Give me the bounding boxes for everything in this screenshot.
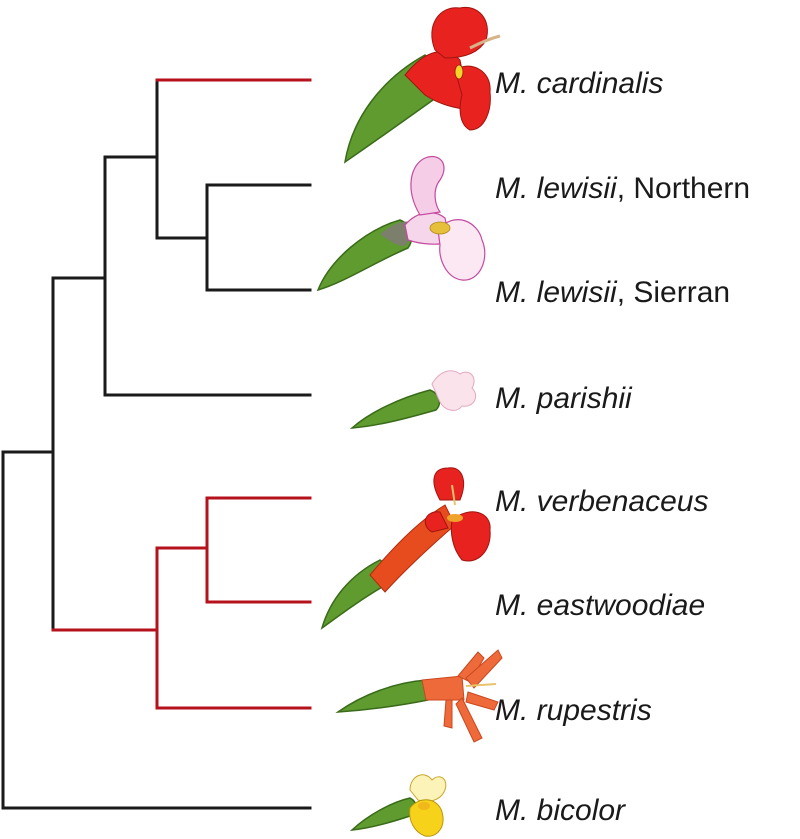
yellow-flower-icon — [349, 774, 447, 837]
upper-petal — [409, 774, 447, 803]
stamen — [465, 683, 497, 687]
taxon-label-cardinalis: M. cardinalis — [495, 67, 663, 100]
upper-petal — [431, 6, 488, 59]
calyx — [349, 389, 441, 429]
upper-petal — [410, 156, 445, 216]
calyx — [335, 679, 435, 713]
calyx — [349, 797, 417, 831]
nectar-guide — [429, 221, 451, 235]
petal-top — [457, 651, 485, 683]
nectar-guide — [454, 64, 464, 80]
lower-petal — [454, 65, 491, 131]
lower-petal — [409, 799, 444, 837]
orange-star-flower-icon — [335, 649, 503, 743]
pink-flower-icon — [316, 156, 486, 292]
tree-branches — [1, 78, 312, 810]
branch-upper-clade — [51, 78, 312, 397]
upper-petal — [433, 467, 464, 501]
petal-bottom — [455, 697, 483, 743]
petal-bottom-left — [443, 699, 453, 729]
stamen — [469, 34, 501, 50]
taxon-label-verbenaceus: M. verbenaceus — [495, 485, 708, 518]
nectar-guide — [447, 514, 463, 522]
taxon-label-lewisii-sierran: M. lewisii, Sierran — [495, 276, 730, 309]
taxon-label-bicolor: M. bicolor — [495, 794, 626, 827]
taxon-label-parishii: M. parishii — [495, 382, 633, 415]
lower-petal — [450, 511, 491, 562]
taxon-label-lewisii-northern: M. lewisii, Northern — [495, 172, 750, 205]
corolla-tube — [421, 675, 465, 701]
stamen — [451, 484, 456, 506]
branch-lower-clade — [51, 496, 312, 710]
petal-right — [465, 691, 499, 711]
branch-root — [1, 276, 312, 810]
taxon-labels: M. cardinalis M. lewisii, Northern M. le… — [495, 67, 750, 827]
lower-petal — [437, 219, 486, 281]
taxon-label-eastwoodiae: M. eastwoodiae — [495, 589, 705, 622]
calyx-shadow — [380, 221, 412, 246]
taxon-label-rupestris: M. rupestris — [495, 694, 652, 727]
nectar-guide — [418, 802, 430, 810]
side-petal — [424, 511, 449, 533]
petal — [431, 370, 477, 411]
red-bilabiate-flower-icon — [343, 6, 501, 164]
red-tubular-flower-icon — [320, 467, 491, 630]
small-pale-pink-flower-icon — [349, 370, 477, 429]
